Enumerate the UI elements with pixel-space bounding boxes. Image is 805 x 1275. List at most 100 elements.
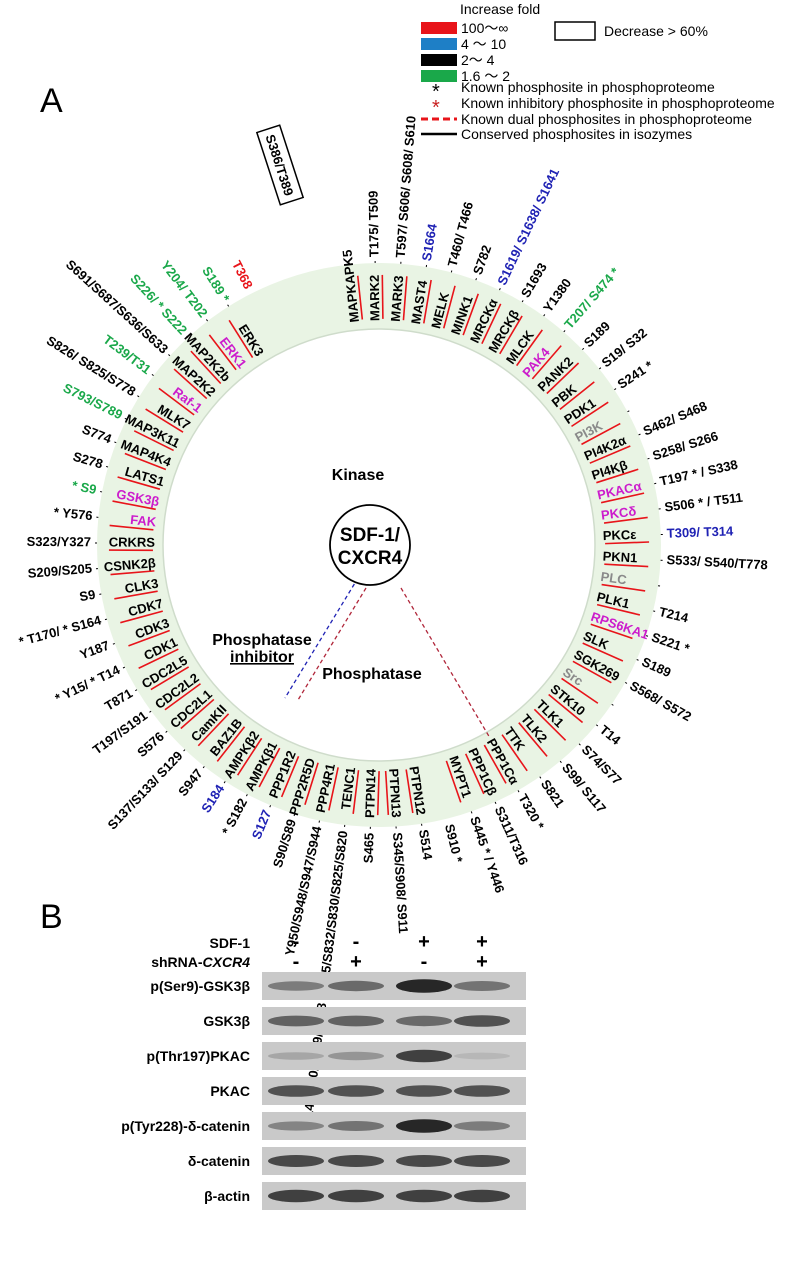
site-label-49: Y187 <box>78 638 112 663</box>
label-underline-58 <box>133 430 174 452</box>
label-underline-38 <box>328 767 339 811</box>
legend-dual: Known dual phosphosites in phosphoproteo… <box>461 111 752 127</box>
site-label-14: S462/ S468 <box>641 398 709 438</box>
kinase-label-51: CLK3 <box>123 576 159 597</box>
label-underline-1 <box>381 274 384 319</box>
site-label-51: S9 <box>78 587 96 605</box>
legend-swatch-red <box>421 22 457 34</box>
connector-38 <box>318 820 320 825</box>
band-1-0 <box>268 1015 324 1027</box>
label-underline-59 <box>145 408 184 433</box>
label-underline-34 <box>405 769 414 814</box>
phosphatase-dashed-line-right <box>400 587 491 739</box>
connector-5 <box>475 276 478 281</box>
label-underline-23 <box>582 642 624 662</box>
kinase-label-37: TENC1 <box>338 766 358 810</box>
legend-label-black: 2～ 4 <box>461 52 495 68</box>
connector-47 <box>133 689 138 693</box>
site-label-26: T14 <box>597 722 624 748</box>
legend-box-icon <box>554 21 596 41</box>
connector-17 <box>658 507 663 510</box>
label-underline-5 <box>462 293 480 336</box>
connector-7 <box>521 298 525 303</box>
connector-6 <box>499 286 502 291</box>
site-label-24: S568/ S572 <box>627 678 694 724</box>
connector-12 <box>614 387 618 391</box>
label-underline-17 <box>603 516 648 524</box>
label-underline-51 <box>114 590 158 600</box>
band-1-1 <box>328 1015 384 1027</box>
sign-r1-c1: - <box>293 931 300 953</box>
kinase-label-2: MARK3 <box>388 275 407 322</box>
band-3-3 <box>454 1085 510 1097</box>
label-underline-43 <box>216 726 246 762</box>
connector-34 <box>421 823 423 828</box>
site-label-29: S821 <box>538 777 568 811</box>
label-underline-55 <box>112 500 156 511</box>
band-4-0 <box>268 1121 324 1131</box>
site-label-15: S258/ S266 <box>651 428 720 463</box>
label-underline-27 <box>533 708 567 741</box>
legend-label-red: 100～∞ <box>461 20 508 36</box>
western-blot: SDF-1 shRNA-CXCR4 - - + + - + - + p(Ser9… <box>121 931 526 1210</box>
label-underline-47 <box>150 666 190 691</box>
site-label-22: S221 * <box>650 629 693 656</box>
kinase-label-35: PTPN13 <box>386 768 404 818</box>
connector-11 <box>598 366 603 370</box>
site-label-42: S184 <box>198 781 228 815</box>
connector-46 <box>147 710 152 714</box>
band-0-2 <box>396 979 452 993</box>
blot-row-4: p(Tyr228)-δ-catenin <box>121 1112 526 1140</box>
site-label-4: T460/ T466 <box>445 200 477 268</box>
legend-swatch-blue <box>421 38 457 50</box>
connector-45 <box>163 730 168 735</box>
band-5-1 <box>328 1155 384 1167</box>
site-label-34: S514 <box>416 828 436 861</box>
label-underline-7 <box>499 315 523 355</box>
site-label-41: * S182 <box>219 796 250 838</box>
label-underline-22 <box>590 623 633 640</box>
connector-10 <box>582 346 586 351</box>
label-underline-13 <box>581 422 621 446</box>
connector-43 <box>201 766 205 770</box>
label-underline-39 <box>304 762 319 805</box>
band-3-2 <box>396 1085 452 1097</box>
site-label-3: S1664 <box>419 222 440 262</box>
label-underline-31 <box>464 753 485 795</box>
blot-label-2: p(Thr197)PKAC <box>147 1048 250 1064</box>
band-5-3 <box>454 1155 510 1167</box>
connector-64 <box>226 302 230 307</box>
connector-59 <box>135 394 140 398</box>
blot-label-6: β-actin <box>204 1188 250 1204</box>
wheel-connectors <box>93 259 665 831</box>
blot-row-6: β-actin <box>204 1182 526 1210</box>
sign-r2-c2: + <box>350 951 362 973</box>
label-underline-48 <box>138 648 179 669</box>
site-label-33: S910 * <box>442 823 466 865</box>
site-label-52: S209/S205 <box>27 561 92 581</box>
label-underline-64 <box>228 319 254 358</box>
label-underline-30 <box>483 744 507 784</box>
connector-49 <box>110 643 115 646</box>
connector-28 <box>559 760 564 765</box>
label-underline-49 <box>128 629 170 647</box>
label-underline-61 <box>173 368 208 400</box>
kinase-label-20: PLC <box>600 569 628 588</box>
kinase-label-17: PKCδ <box>600 503 637 522</box>
band-6-3 <box>454 1189 510 1203</box>
label-underline-35 <box>384 770 390 815</box>
label-underline-62 <box>190 350 222 385</box>
site-label-21: T214 <box>658 604 691 626</box>
label-underline-26 <box>548 693 584 724</box>
legend-inhibitory: Known inhibitory phosphosite in phosphop… <box>461 95 775 111</box>
label-underline-60 <box>158 387 195 416</box>
site-label-36: S465 <box>361 833 377 864</box>
sign-r1-c3: + <box>418 931 430 953</box>
site-label-1: T175/ T509 <box>366 190 382 257</box>
connector-31 <box>494 801 498 806</box>
sign-r2-c4: + <box>476 951 488 973</box>
known-star-icon: * <box>432 81 440 103</box>
label-underline-36 <box>376 771 380 816</box>
connector-42 <box>222 781 226 786</box>
label-underline-44 <box>197 713 230 747</box>
